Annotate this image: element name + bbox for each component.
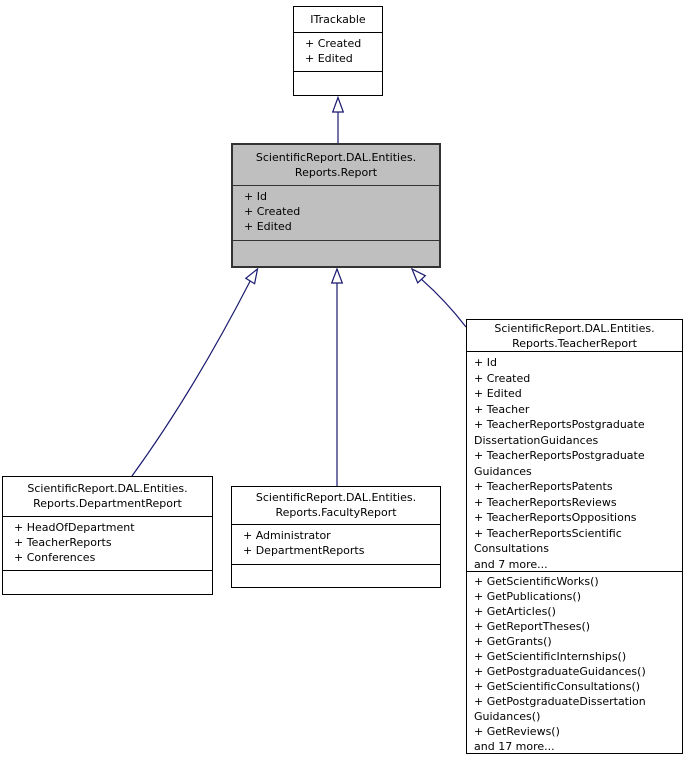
member-line: Consultations bbox=[474, 542, 549, 555]
member-line: DissertationGuidances bbox=[474, 433, 599, 447]
member-line: + TeacherReportsScientific bbox=[474, 526, 622, 540]
class-title: ScientificReport.DAL.Entities. Reports.R… bbox=[233, 145, 439, 185]
member-line: Guidances() bbox=[474, 710, 541, 723]
member-line: + TeacherReportsOppositions bbox=[474, 511, 637, 524]
class-title: ScientificReport.DAL.Entities. Reports.D… bbox=[3, 477, 212, 516]
member-line: + GetReviews() bbox=[474, 725, 560, 738]
member-line: + Administrator bbox=[243, 529, 331, 542]
attributes-section: + Id + Created + Edited bbox=[233, 185, 439, 240]
member-line: + GetScientificWorks() bbox=[474, 575, 599, 588]
inheritance-arrow-report-itrackable bbox=[331, 95, 345, 143]
member-line: + HeadOfDepartment bbox=[14, 521, 135, 534]
member-line: and 7 more... bbox=[474, 557, 548, 571]
class-title: ScientificReport.DAL.Entities. Reports.T… bbox=[467, 320, 682, 351]
member-line: + Edited bbox=[305, 52, 353, 65]
member-line: + GetGrants() bbox=[474, 635, 552, 648]
member-line: + Edited bbox=[474, 387, 522, 400]
class-title: ITrackable bbox=[294, 7, 382, 32]
class-title-line: ScientificReport.DAL.Entities. bbox=[494, 322, 655, 335]
empty-section bbox=[3, 570, 212, 594]
empty-section bbox=[232, 564, 440, 587]
member-line: + TeacherReportsReviews bbox=[474, 495, 617, 509]
member-line: + GetReportTheses() bbox=[474, 620, 591, 633]
member-line: + TeacherReportsPostgraduate bbox=[474, 418, 645, 431]
member-line: + GetPublications() bbox=[474, 590, 581, 603]
class-title-line: ITrackable bbox=[310, 13, 366, 26]
member-line: + Id bbox=[244, 190, 267, 203]
member-line: + Edited bbox=[244, 220, 292, 233]
class-title-line: Reports.FacultyReport bbox=[275, 506, 397, 519]
member-line: + Teacher bbox=[474, 402, 530, 416]
empty-section bbox=[294, 71, 382, 95]
class-box-itrackable[interactable]: ITrackable + Created + Edited bbox=[293, 6, 383, 96]
member-line: + DepartmentReports bbox=[243, 544, 365, 557]
member-line: + Created bbox=[244, 205, 301, 218]
class-title: ScientificReport.DAL.Entities. Reports.F… bbox=[232, 487, 440, 524]
class-title-line: ScientificReport.DAL.Entities. bbox=[255, 151, 417, 164]
attributes-section: + HeadOfDepartment + TeacherReports + Conf… bbox=[3, 516, 212, 570]
member-line: + TeacherReports bbox=[14, 536, 112, 549]
member-line: + GetScientificInternships() bbox=[474, 650, 627, 663]
member-line: + GetPostgraduateDissertation bbox=[474, 695, 646, 708]
attributes-section: + Created + Edited bbox=[294, 32, 382, 71]
member-line: + Created bbox=[474, 371, 531, 385]
member-line: + Created bbox=[305, 37, 362, 50]
class-box-department-report[interactable]: ScientificReport.DAL.Entities. Reports.D… bbox=[2, 476, 213, 595]
class-title-line: ScientificReport.DAL.Entities. bbox=[27, 482, 188, 495]
inheritance-arrow-departmentreport-report bbox=[131, 267, 259, 477]
class-box-faculty-report[interactable]: ScientificReport.DAL.Entities. Reports.F… bbox=[231, 486, 441, 588]
member-line: + GetPostgraduateGuidances() bbox=[474, 665, 646, 678]
member-line: and 17 more... bbox=[474, 740, 555, 753]
class-title-line: Reports.DepartmentReport bbox=[33, 497, 182, 510]
member-line: + Conferences bbox=[14, 551, 96, 564]
member-line: Guidances bbox=[474, 464, 532, 478]
class-box-teacher-report[interactable]: ScientificReport.DAL.Entities. Reports.T… bbox=[466, 319, 683, 754]
class-title-line: Reports.Report bbox=[294, 166, 378, 179]
member-line: + TeacherReportsPatents bbox=[474, 480, 613, 493]
inheritance-arrow-facultyreport-report bbox=[330, 267, 344, 486]
class-box-report[interactable]: ScientificReport.DAL.Entities. Reports.R… bbox=[231, 143, 441, 268]
class-title-line: ScientificReport.DAL.Entities. bbox=[255, 491, 417, 504]
empty-section bbox=[233, 240, 439, 266]
attributes-section: + Id + Created + Edited + Teacher + TeacherR… bbox=[467, 351, 682, 571]
inheritance-arrow-teacherreport-report bbox=[410, 267, 467, 328]
member-line: + TeacherReportsPostgraduate bbox=[474, 449, 645, 462]
member-line: + GetArticles() bbox=[474, 605, 556, 618]
class-title-line: Reports.TeacherReport bbox=[512, 337, 637, 350]
member-line: + Id bbox=[474, 356, 497, 369]
member-line: + GetScientificConsultations() bbox=[474, 680, 641, 693]
attributes-section: + Administrator + DepartmentReports bbox=[232, 524, 440, 564]
methods-section: + GetScientificWorks() + GetPublications(… bbox=[467, 571, 682, 753]
